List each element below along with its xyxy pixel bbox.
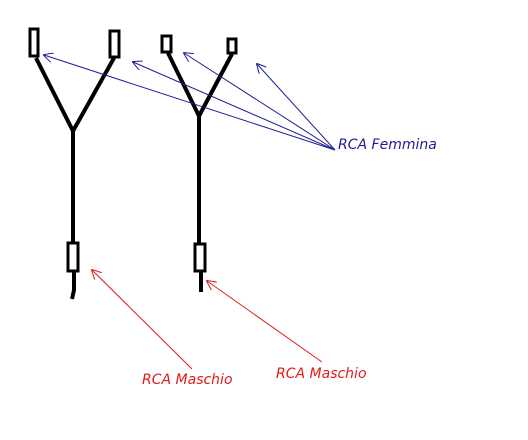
pointer-arrow — [184, 53, 336, 151]
y-cable-right — [160, 34, 238, 292]
female-connector-right-b — [226, 37, 238, 55]
cable-branch — [197, 53, 234, 117]
male-connector-left — [66, 241, 80, 273]
label-rca-femmina: RCA Femmina — [338, 137, 437, 153]
male-plug-tip — [70, 271, 76, 300]
cable-branch — [71, 57, 116, 132]
male-connector-right — [193, 242, 207, 273]
female-connector-left-b — [108, 29, 121, 59]
female-connector-right-a — [160, 34, 173, 54]
pointer-arrow — [92, 270, 193, 370]
female-pointer-arrows — [44, 53, 336, 151]
pointer-arrow — [44, 55, 336, 151]
female-connector-left-a — [28, 27, 40, 58]
pointer-arrow — [207, 281, 323, 363]
y-cable-left — [28, 27, 121, 300]
cable-branch — [34, 57, 75, 132]
label-rca-maschio-left: RCA Maschio — [142, 372, 233, 388]
pointer-arrow — [133, 62, 336, 151]
male-pointer-arrows — [92, 270, 323, 370]
label-rca-maschio-right: RCA Maschio — [276, 366, 367, 382]
pointer-arrow — [257, 64, 336, 151]
